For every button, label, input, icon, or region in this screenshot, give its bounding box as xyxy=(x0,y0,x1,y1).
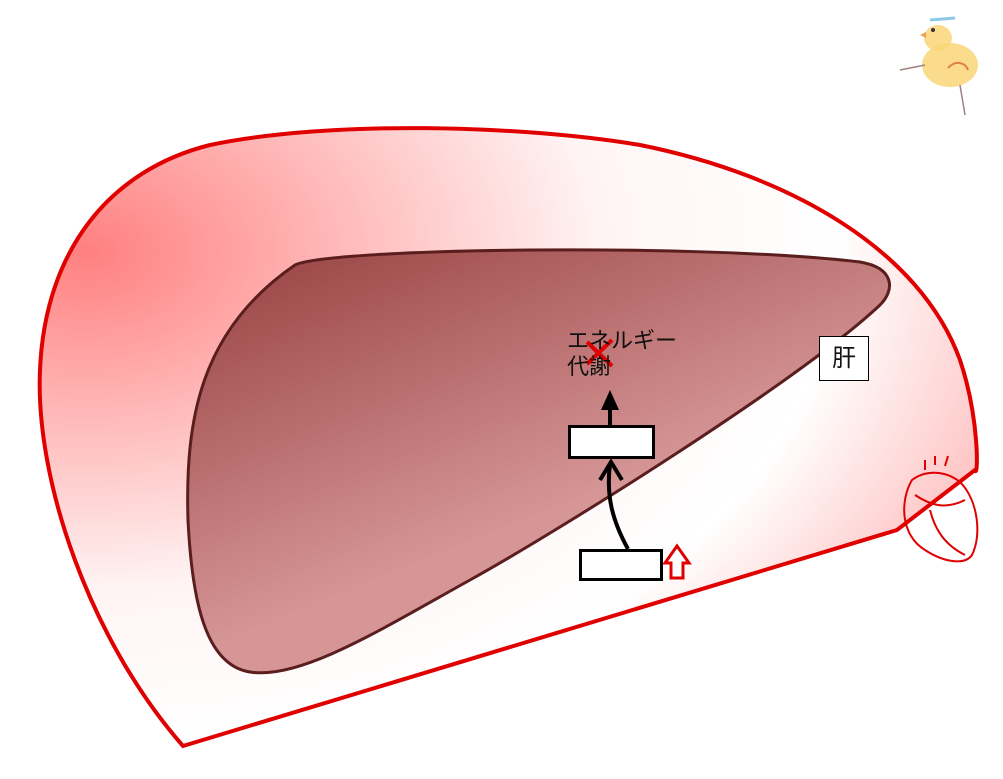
heart-icon xyxy=(903,455,979,563)
pathway-arrow-head xyxy=(598,458,624,482)
energy-metabolism-label-line2: 代謝 xyxy=(567,355,612,380)
blank-box-source xyxy=(579,549,663,581)
increase-up-arrow xyxy=(662,543,692,580)
pathway-arrow-curve xyxy=(606,463,630,550)
chick-illustration xyxy=(899,16,978,116)
liver-shape xyxy=(186,248,891,675)
cross-mark-icon xyxy=(585,338,614,368)
metabolism-arrow-head xyxy=(601,390,619,410)
energy-metabolism-label-line1: エネルギー xyxy=(567,329,678,354)
liver-label: 肝 xyxy=(819,336,869,381)
blank-box-intermediate xyxy=(568,425,655,459)
